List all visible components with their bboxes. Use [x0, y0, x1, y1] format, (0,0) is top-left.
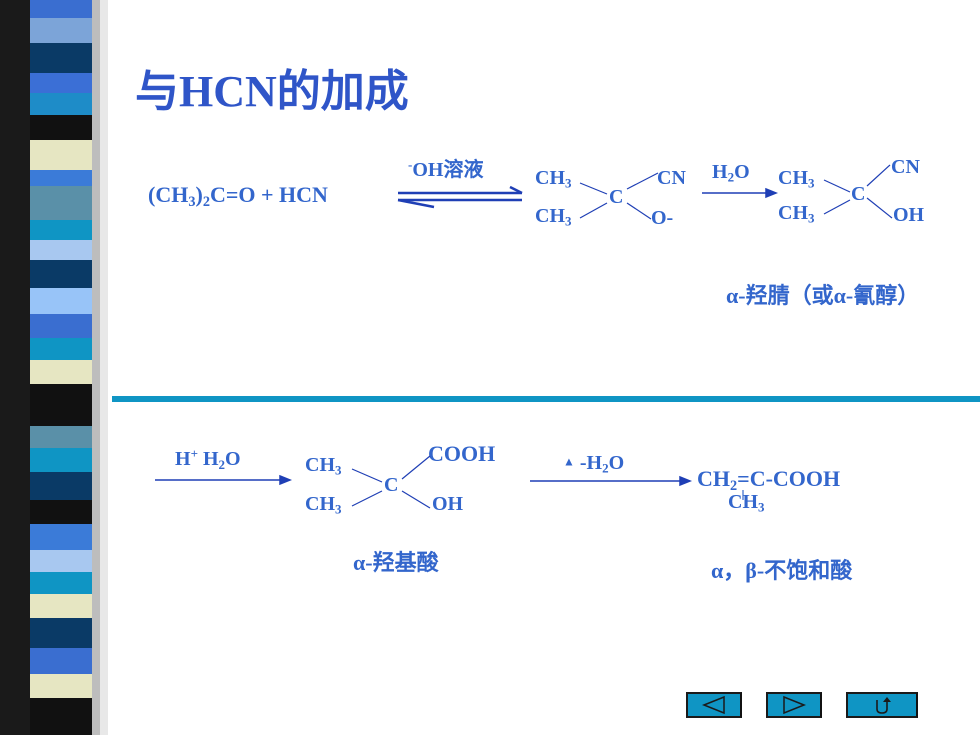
return-button[interactable]: [846, 692, 918, 718]
hydrolysis-arrow: [155, 474, 293, 486]
reaction2-reagent1: H+ H2O: [175, 446, 241, 472]
reaction2-product-line2: CH3: [728, 491, 765, 515]
reaction1-catalyst: -OH溶液: [408, 157, 484, 182]
reaction2-product-line1: CH2=C-COOH: [697, 466, 841, 494]
intermediate-bonds: [579, 172, 659, 220]
water-arrow-1: [702, 187, 779, 199]
next-slide-button[interactable]: [766, 692, 822, 718]
acid-cooh: COOH: [428, 441, 496, 466]
acid-ch3-top: CH3: [305, 454, 342, 478]
product-oh: OH: [893, 204, 925, 226]
intermediate-center-c: C: [609, 186, 624, 208]
decorative-stripe-bar: [0, 0, 108, 735]
dehydration-arrow: [530, 475, 693, 487]
product-bonds: [823, 164, 893, 219]
intermediate-ch3-top: CH3: [535, 167, 572, 191]
reaction1-product-name: α-羟腈（或α-氰醇）: [726, 283, 920, 308]
equilibrium-arrow: [397, 185, 523, 209]
return-icon: [876, 697, 891, 714]
reaction1-reagent-water: H2O: [712, 161, 750, 185]
acid-oh: OH: [432, 493, 464, 515]
intermediate-ch3-bottom: CH3: [535, 205, 572, 229]
next-arrow-icon: [783, 695, 807, 715]
section-divider: [112, 396, 980, 402]
product-cn: CN: [891, 156, 920, 178]
intermediate-o-minus: O-: [651, 207, 674, 229]
prev-arrow-icon: [701, 695, 725, 715]
intermediate-cn: CN: [657, 167, 686, 189]
page-title: 与HCN的加成: [135, 67, 409, 116]
acid-ch3-bottom: CH3: [305, 493, 342, 517]
reaction2-acid-name: α-羟基酸: [353, 550, 439, 575]
acid-bonds: [351, 455, 431, 509]
acid-center-c: C: [384, 474, 399, 496]
reaction2-product-name: α，β-不饱和酸: [711, 558, 853, 583]
product-center-c: C: [851, 183, 866, 205]
prev-slide-button[interactable]: [686, 692, 742, 718]
product-ch3-top: CH3: [778, 167, 815, 191]
reaction2-reagent2: ▲ -H2O: [563, 452, 625, 476]
product-ch3-bottom: CH3: [778, 202, 815, 226]
reaction1-reactants: (CH3)2C=O + HCN: [148, 182, 328, 210]
